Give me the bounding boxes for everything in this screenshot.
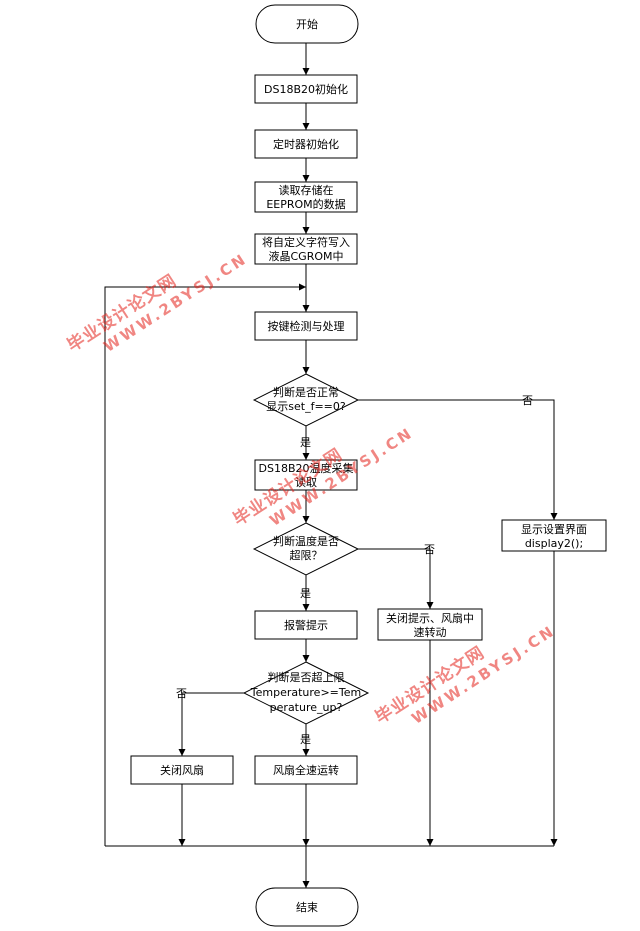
- node-close-alarm: 关闭提示、风扇中 速转动: [377, 608, 483, 641]
- node-key-process-text: 按键检测与处理: [268, 319, 345, 333]
- node-check-upper-line3: perature_up?: [270, 701, 343, 714]
- node-check-temp-line1: 判断温度是否: [273, 534, 339, 548]
- node-read-eeprom-line2: EEPROM的数据: [266, 197, 345, 211]
- node-check-temp-line2: 超限？: [290, 548, 323, 562]
- node-fan-off-text: 关闭风扇: [160, 763, 204, 777]
- node-check-temp: 判断温度是否 超限？: [252, 522, 360, 576]
- node-key-process: 按键检测与处理: [254, 311, 358, 341]
- node-display-settings-line2: display2();: [525, 537, 583, 550]
- node-fan-off: 关闭风扇: [130, 755, 234, 785]
- node-ds18b20-read-line1: DS18B20温度采集: [259, 461, 354, 475]
- node-display-settings-line1: 显示设置界面: [521, 523, 587, 536]
- watermark-1: 毕业设计论文网 WWW.2BYSJ.CN: [63, 249, 251, 356]
- label-check-temp-yes: 是: [300, 587, 311, 600]
- node-ds18b20-init: DS18B20初始化: [254, 74, 358, 104]
- label-check-temp-no: 否: [424, 543, 435, 556]
- node-alarm: 报警提示: [254, 610, 358, 640]
- node-ds18b20-init-text: DS18B20初始化: [264, 82, 348, 96]
- node-alarm-text: 报警提示: [284, 618, 328, 632]
- node-write-cgrom-line2: 液晶CGROM中: [269, 249, 344, 263]
- node-start-text: 开始: [296, 17, 318, 31]
- node-close-alarm-line1: 关闭提示、风扇中: [386, 611, 474, 625]
- edge-loop-back: [104, 283, 306, 846]
- edge-check-normal-no: [358, 399, 558, 520]
- node-check-upper-line1: 判断是否超上限: [268, 670, 345, 684]
- node-write-cgrom-line1: 将自定义字符写入: [262, 235, 350, 249]
- label-check-upper-yes: 是: [300, 733, 311, 746]
- node-read-eeprom: 读取存储在 EEPROM的数据: [254, 181, 358, 213]
- node-start: 开始: [255, 4, 359, 44]
- node-end-text: 结束: [296, 901, 318, 914]
- node-check-upper-line2: Temperature>=Tem: [250, 686, 361, 699]
- node-check-normal-line2: 显示set_f==0?: [266, 400, 346, 413]
- node-fan-full: 风扇全速运转: [254, 755, 358, 785]
- node-timer-init-text: 定时器初始化: [273, 137, 339, 151]
- node-check-normal-line1: 判断是否正常: [273, 385, 339, 399]
- node-end: 结束: [255, 887, 359, 927]
- node-fan-full-text: 风扇全速运转: [273, 763, 339, 777]
- node-close-alarm-line2: 速转动: [414, 625, 447, 639]
- label-check-upper-no: 否: [176, 687, 187, 700]
- label-check-normal-yes: 是: [300, 436, 311, 449]
- node-ds18b20-read-line2: 读取: [295, 475, 317, 489]
- node-timer-init: 定时器初始化: [254, 129, 358, 159]
- label-check-normal-no: 否: [522, 394, 533, 407]
- node-check-normal: 判断是否正常 显示set_f==0?: [252, 373, 360, 427]
- node-read-eeprom-line1: 读取存储在: [279, 183, 334, 197]
- edge-check-upper-no: [178, 692, 244, 756]
- node-display-settings: 显示设置界面 display2();: [501, 519, 607, 552]
- node-write-cgrom: 将自定义字符写入 液晶CGROM中: [254, 233, 358, 265]
- node-ds18b20-read: DS18B20温度采集 读取: [254, 459, 358, 491]
- edge-check-temp-no: [358, 548, 434, 609]
- node-check-upper: 判断是否超上限 Temperature>=Tem perature_up?: [242, 661, 370, 725]
